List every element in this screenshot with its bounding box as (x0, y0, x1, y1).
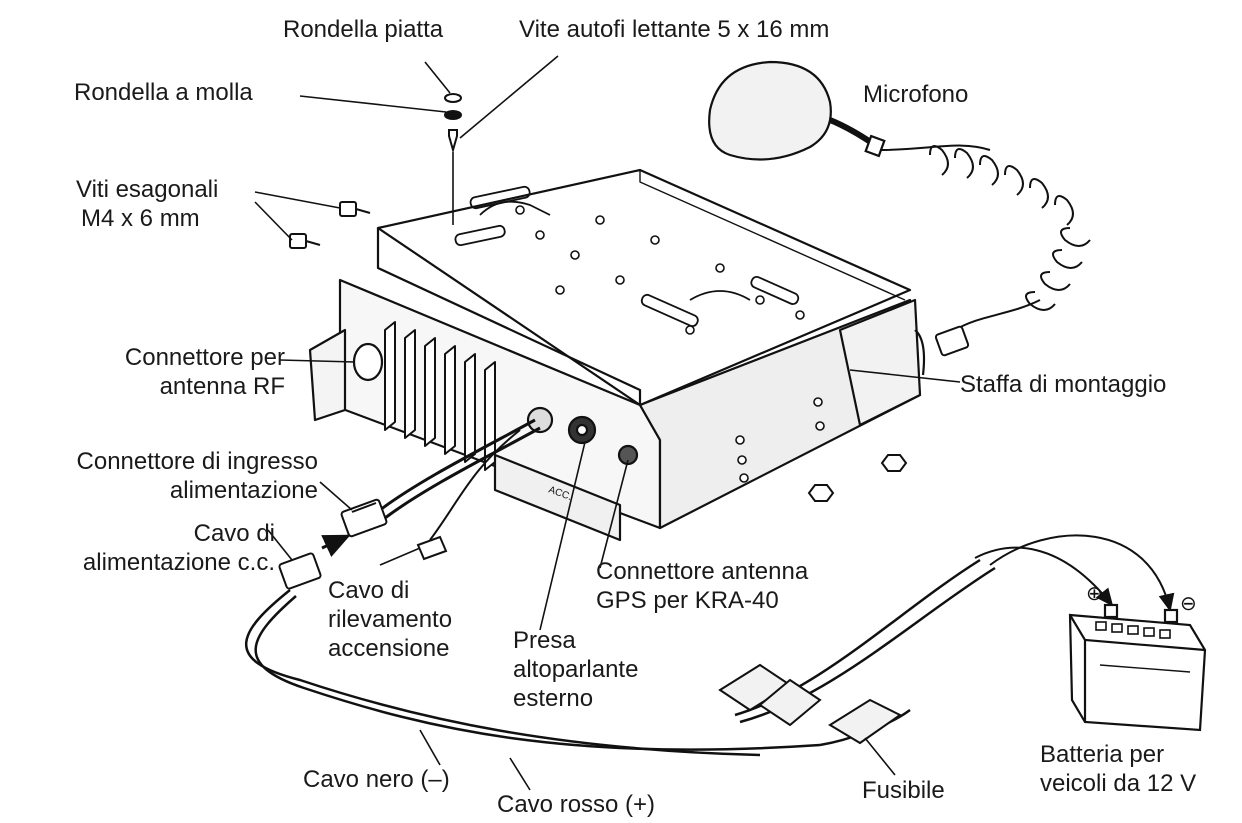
label-rf-connector: Connettore per antenna RF (70, 343, 285, 401)
label-gps-connector-line1: Connettore antenna (596, 558, 809, 585)
label-ignition-sense-line3: accensione (328, 635, 450, 662)
battery-plus-sign: ⊕ (1086, 583, 1103, 605)
label-battery-line2: veicoli da 12 V (1040, 770, 1197, 797)
label-ignition-sense: Cavo di rilevamento accensione (328, 576, 452, 663)
mic-coiled-cord (879, 144, 1091, 331)
label-red-cable: Cavo rosso (+) (497, 791, 656, 818)
dc-cable-plug (278, 552, 322, 590)
hex-screws (289, 201, 371, 249)
ignition-sense-plug (416, 535, 448, 561)
label-tapping-screw: Vite autofi lettante 5 x 16 mm (519, 16, 830, 43)
label-speaker-jack-line1: Presa (513, 627, 576, 654)
label-ignition-sense-line2: rilevamento (328, 606, 453, 633)
rf-connector (352, 342, 384, 382)
label-speaker-jack: Presa altoparlante esterno (513, 626, 638, 713)
label-fuse: Fusibile (862, 777, 945, 804)
label-dc-cable: Cavo di alimentazione c.c. (20, 519, 275, 577)
label-hex-screws: Viti esagonali M4 x 6 mm (76, 175, 218, 233)
label-gps-connector: Connettore antenna GPS per KRA-40 (596, 557, 808, 615)
mounting-bracket (376, 168, 912, 407)
acc-port (493, 453, 622, 542)
power-input-connector (340, 498, 388, 538)
power-cables (245, 418, 1175, 757)
label-gps-connector-line2: GPS per KRA-40 (596, 587, 779, 614)
label-rf-connector-line1: Connettore per (124, 344, 285, 371)
microphone (708, 60, 886, 161)
battery (1068, 603, 1207, 732)
mic-plug (934, 325, 970, 357)
battery-minus-sign: ⊖ (1180, 593, 1197, 615)
label-spring-washer: Rondella a molla (74, 79, 253, 106)
label-black-cable: Cavo nero (–) (303, 766, 450, 793)
label-battery-line1: Batteria per (1040, 741, 1165, 768)
leader-lines (254, 55, 961, 791)
label-hex-screws-line1: Viti esagonali (76, 176, 219, 203)
label-rf-connector-line2: antenna RF (159, 373, 285, 400)
label-microphone: Microfono (863, 81, 969, 108)
gps-connector (617, 444, 639, 466)
label-speaker-jack-line2: altoparlante (513, 656, 639, 683)
label-power-input-line2: alimentazione (169, 477, 318, 504)
label-dc-cable-line2: alimentazione c.c. (82, 549, 275, 576)
label-mounting-bracket: Staffa di montaggio (960, 371, 1167, 398)
label-power-input: Connettore di ingresso alimentazione (20, 447, 318, 505)
washers-and-screw (444, 93, 462, 225)
label-ignition-sense-line1: Cavo di (328, 577, 410, 604)
power-socket (526, 406, 554, 434)
label-battery: Batteria per veicoli da 12 V (1040, 740, 1196, 798)
label-dc-cable-line1: Cavo di (193, 520, 275, 547)
label-speaker-jack-line3: esterno (513, 685, 594, 712)
label-power-input-line1: Connettore di ingresso (76, 448, 318, 475)
label-flat-washer: Rondella piatta (283, 16, 444, 43)
radio-unit (308, 168, 926, 542)
fuse-holders (718, 663, 902, 745)
label-hex-screws-line2: M4 x 6 mm (81, 205, 200, 232)
